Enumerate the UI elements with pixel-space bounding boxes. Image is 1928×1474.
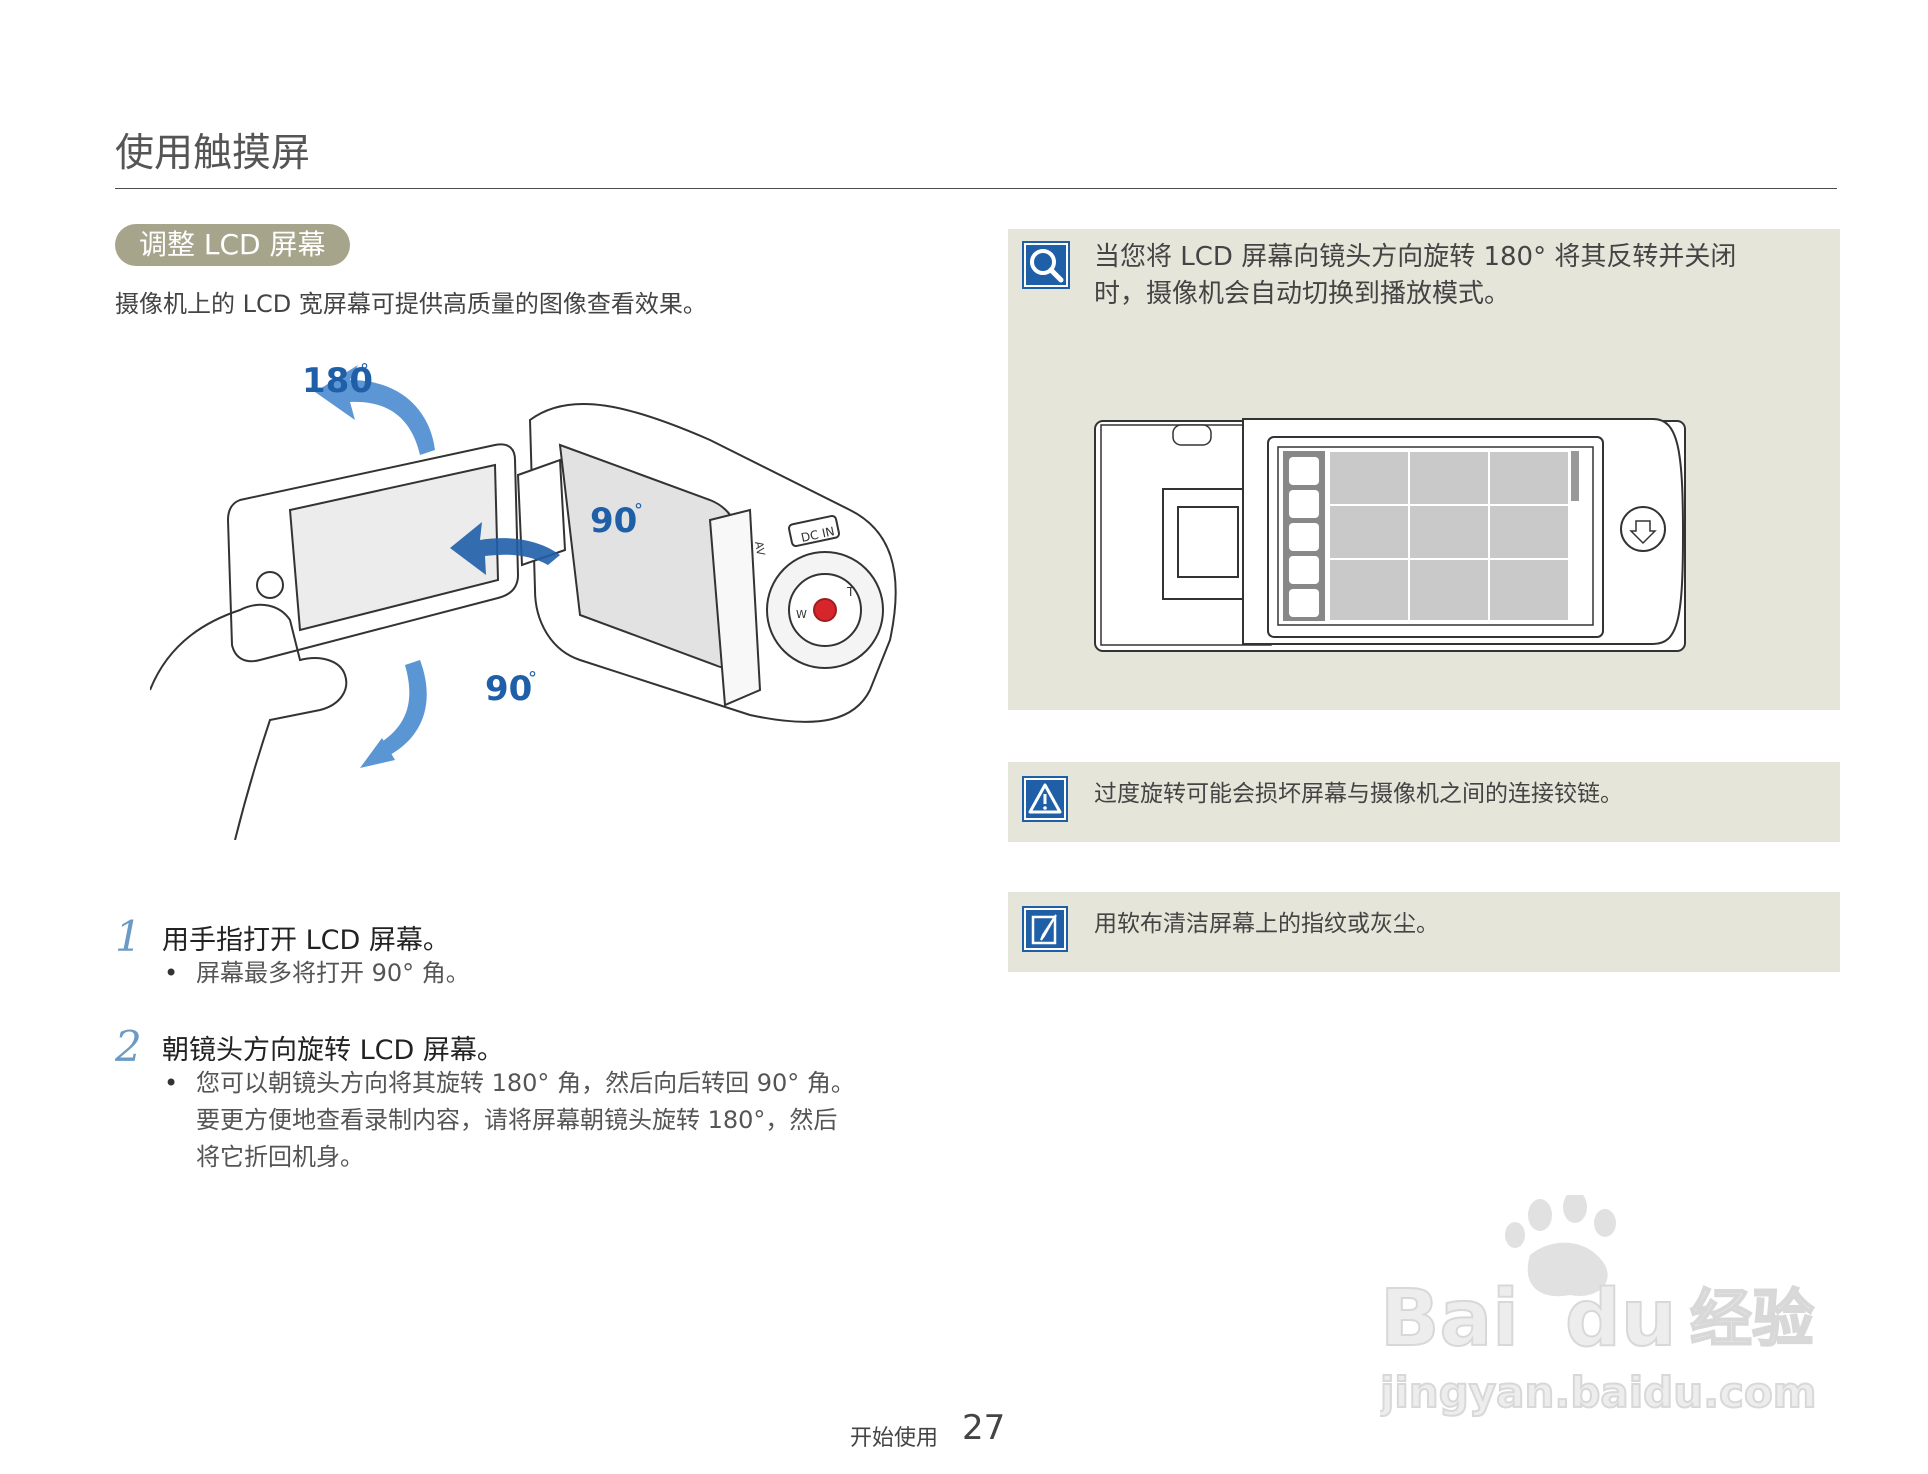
- home-button: [256, 571, 284, 599]
- warning-note-text: 过度旋转可能会损坏屏幕与摄像机之间的连接铰链。: [1094, 781, 1623, 807]
- zoom-w-label: W: [796, 608, 807, 621]
- camcorder-rotation-illustration: DC IN T W AV 180 ° 90 ° 90 °: [150, 360, 897, 840]
- degree-mark: °: [360, 360, 369, 381]
- degree-mark: °: [528, 668, 537, 689]
- pencil-note-icon: [1022, 906, 1068, 952]
- rotation-arrows: [315, 365, 560, 768]
- warning-note-panel: 过度旋转可能会损坏屏幕与摄像机之间的连接铰链。: [1008, 762, 1840, 842]
- footer-section-label: 开始使用: [850, 1426, 939, 1451]
- step-title: 用手指打开 LCD 屏幕。: [162, 925, 450, 956]
- av-label: AV: [752, 540, 767, 557]
- bullet-line: 要更方便地查看录制内容，请将屏幕朝镜头旋转 180°，然后: [196, 1106, 838, 1134]
- warning-triangle-icon: [1022, 776, 1068, 822]
- record-button: [813, 598, 837, 622]
- bullet-dot: •: [164, 1069, 179, 1097]
- bullet-line: 将它折回机身。: [196, 1143, 364, 1171]
- bullet-dot: •: [164, 959, 179, 987]
- svg-text:经验: 经验: [1690, 1282, 1814, 1355]
- intro-text: 摄像机上的 LCD 宽屏幕可提供高质量的图像查看效果。: [115, 290, 707, 318]
- section-heading-pill: 调整 LCD 屏幕: [115, 224, 350, 266]
- tip-note-text: 用软布清洁屏幕上的指纹或灰尘。: [1094, 911, 1439, 937]
- step-title: 朝镜头方向旋转 LCD 屏幕。: [162, 1035, 504, 1066]
- svg-text:Bai: Bai: [1380, 1274, 1519, 1364]
- page-number: 27: [962, 1408, 1006, 1448]
- lcd-panel: [226, 443, 520, 663]
- svg-text:du: du: [1565, 1274, 1676, 1364]
- zoom-t-label: T: [846, 585, 855, 599]
- angle-label-90-side: 90: [590, 501, 637, 541]
- camcorder-body: [528, 403, 897, 723]
- tip-note-panel: 用软布清洁屏幕上的指纹或灰尘。: [1008, 892, 1840, 972]
- baidu-jingyan-watermark: Bai du 经验 jingyan.baidu.com: [1380, 1195, 1818, 1418]
- info-note-line: 时，摄像机会自动切换到播放模式。: [1094, 279, 1511, 309]
- bullet-line: 您可以朝镜头方向将其旋转 180° 角，然后向后转回 90° 角。: [196, 1069, 855, 1097]
- angle-label-90-bottom: 90: [485, 669, 532, 709]
- info-note-panel: 当您将 LCD 屏幕向镜头方向旋转 180° 将其反转并关闭 时，摄像机会自动切…: [1008, 229, 1840, 710]
- magnifier-icon: [1022, 241, 1070, 289]
- bullet-text: 屏幕最多将打开 90° 角。: [196, 959, 470, 987]
- info-note-text: 当您将 LCD 屏幕向镜头方向旋转 180° 将其反转并关闭 时，摄像机会自动切…: [1094, 239, 1736, 313]
- title-divider: [115, 188, 1837, 189]
- degree-mark: °: [634, 500, 643, 521]
- dc-in-label: DC IN: [800, 524, 836, 545]
- hand-outline: [150, 603, 348, 840]
- step-bullet: • 您可以朝镜头方向将其旋转 180° 角，然后向后转回 90° 角。 要更方便…: [164, 1065, 855, 1176]
- angle-label-180: 180: [302, 361, 373, 401]
- info-note-line: 当您将 LCD 屏幕向镜头方向旋转 180° 将其反转并关闭: [1094, 242, 1737, 272]
- step-number: 1: [115, 912, 142, 961]
- page-title: 使用触摸屏: [115, 131, 311, 176]
- playback-mode-illustration: [1094, 418, 1686, 652]
- step-bullet: • 屏幕最多将打开 90° 角。: [164, 955, 470, 992]
- step-number: 2: [115, 1022, 142, 1071]
- svg-text:jingyan.baidu.com: jingyan.baidu.com: [1380, 1368, 1817, 1417]
